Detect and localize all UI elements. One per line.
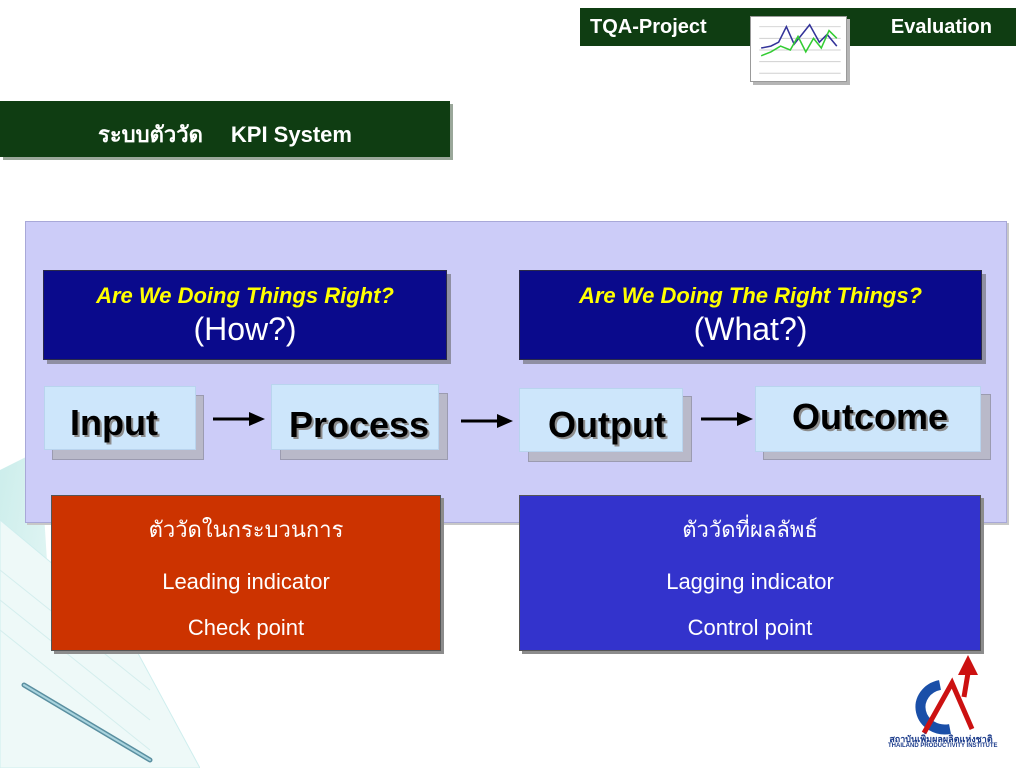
title-thai: ระบบตัววัด [98,123,203,148]
question-box-what: Are We Doing The Right Things? (What?) [519,270,982,360]
stage-process: Process [271,384,451,463]
indicator-point: Control point [687,615,813,640]
question-sub: (How?) [193,311,297,347]
indicator-type: Lagging indicator [666,569,834,594]
question-text: Are We Doing The Right Things? [578,283,923,308]
leading-indicator-box: ตัววัดในกระบวนการ Leading indicator Chec… [51,495,441,651]
right-arrow-icon [701,412,753,426]
right-arrow-icon [461,414,513,428]
question-text: Are We Doing Things Right? [96,283,394,308]
header-evaluation-label: Evaluation [890,16,992,38]
line-chart-icon [750,16,847,82]
stage-label: Process [288,404,430,445]
stage-output: Output [519,388,694,464]
logo-english-name: THAILAND PRODUCTIVITY INSTITUTE [888,743,998,749]
stage-label: Output [548,404,666,445]
title-bar: ระบบตัววัด KPI System [0,101,450,157]
indicator-point: Check point [187,615,305,640]
header-project-label: TQA-Project [590,16,707,38]
logo-thai-name: สถาบันเพิ่มผลผลิตแห่งชาติ [889,735,993,745]
question-box-how: Are We Doing Things Right? (How?) [43,270,447,360]
diagram-panel [25,221,1007,523]
institute-logo [915,655,978,735]
lagging-indicator-box: ตัววัดที่ผลลัพธ์ Lagging indicator Contr… [519,495,981,651]
question-sub: (What?) [693,311,808,347]
indicator-title: ตัววัดในกระบวนการ [148,518,344,543]
title-english: KPI System [230,122,352,147]
stage-input: Input [44,386,206,462]
stage-label: Outcome [791,396,949,437]
right-arrow-icon [213,412,265,426]
indicator-type: Leading indicator [162,569,330,594]
stage-label: Input [70,402,158,443]
indicator-title: ตัววัดที่ผลลัพธ์ [682,518,818,543]
page-title: ระบบตัววัด KPI System [0,117,450,152]
stage-outcome: Outcome [755,386,993,463]
